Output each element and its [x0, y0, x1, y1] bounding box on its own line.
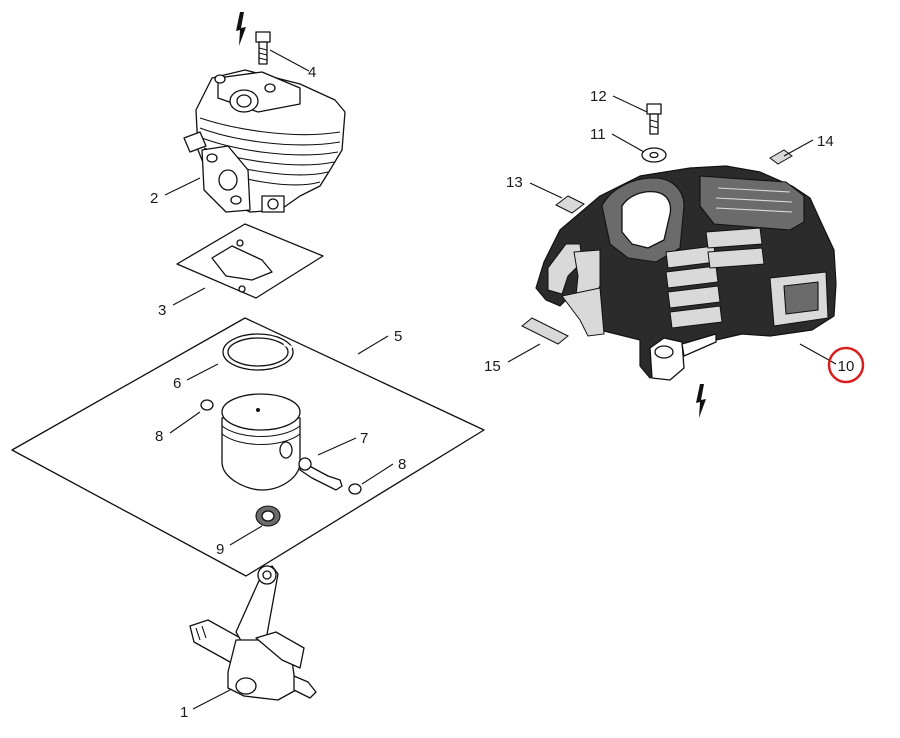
- circlip-part-8-left: [200, 399, 214, 411]
- callout-7: 7: [360, 430, 368, 447]
- callout-2: 2: [150, 190, 158, 207]
- engine-shroud: [535, 165, 837, 381]
- bolt-part-12: [646, 103, 662, 135]
- piston-pin-part-7: [298, 457, 343, 491]
- direction-arrow-shroud: [696, 384, 706, 418]
- callout-4: 4: [308, 64, 316, 81]
- callout-11: 11: [590, 126, 606, 143]
- needle-bearing-part-9: [255, 505, 281, 527]
- callout-6: 6: [173, 375, 181, 392]
- callout-3: 3: [158, 302, 166, 319]
- callout-14: 14: [817, 133, 834, 150]
- crankshaft-part-1: [189, 565, 317, 701]
- callout-8-right: 8: [398, 456, 406, 473]
- bolt-part-4: [255, 31, 271, 65]
- piston: [221, 393, 301, 491]
- callout-9: 9: [216, 541, 224, 558]
- piston-ring-part-6: [222, 333, 294, 371]
- cylinder-part-2: [183, 69, 346, 213]
- callout-13: 13: [506, 174, 523, 191]
- callout-1: 1: [180, 704, 188, 721]
- label-part-15: [521, 317, 569, 345]
- callout-10: 10: [838, 358, 855, 375]
- gasket-part-3: [176, 223, 324, 299]
- piston-kit-outline-part-5: [11, 317, 485, 577]
- label-part-14: [769, 149, 793, 165]
- circlip-part-8-right: [348, 483, 362, 495]
- highlight-circle: [827, 346, 865, 384]
- callout-12: 12: [590, 88, 607, 105]
- callout-5: 5: [394, 328, 402, 345]
- washer-part-11: [641, 147, 667, 163]
- direction-arrow-top: [236, 12, 246, 46]
- callout-8-left: 8: [155, 428, 163, 445]
- label-part-13: [555, 195, 585, 214]
- callout-15: 15: [484, 358, 501, 375]
